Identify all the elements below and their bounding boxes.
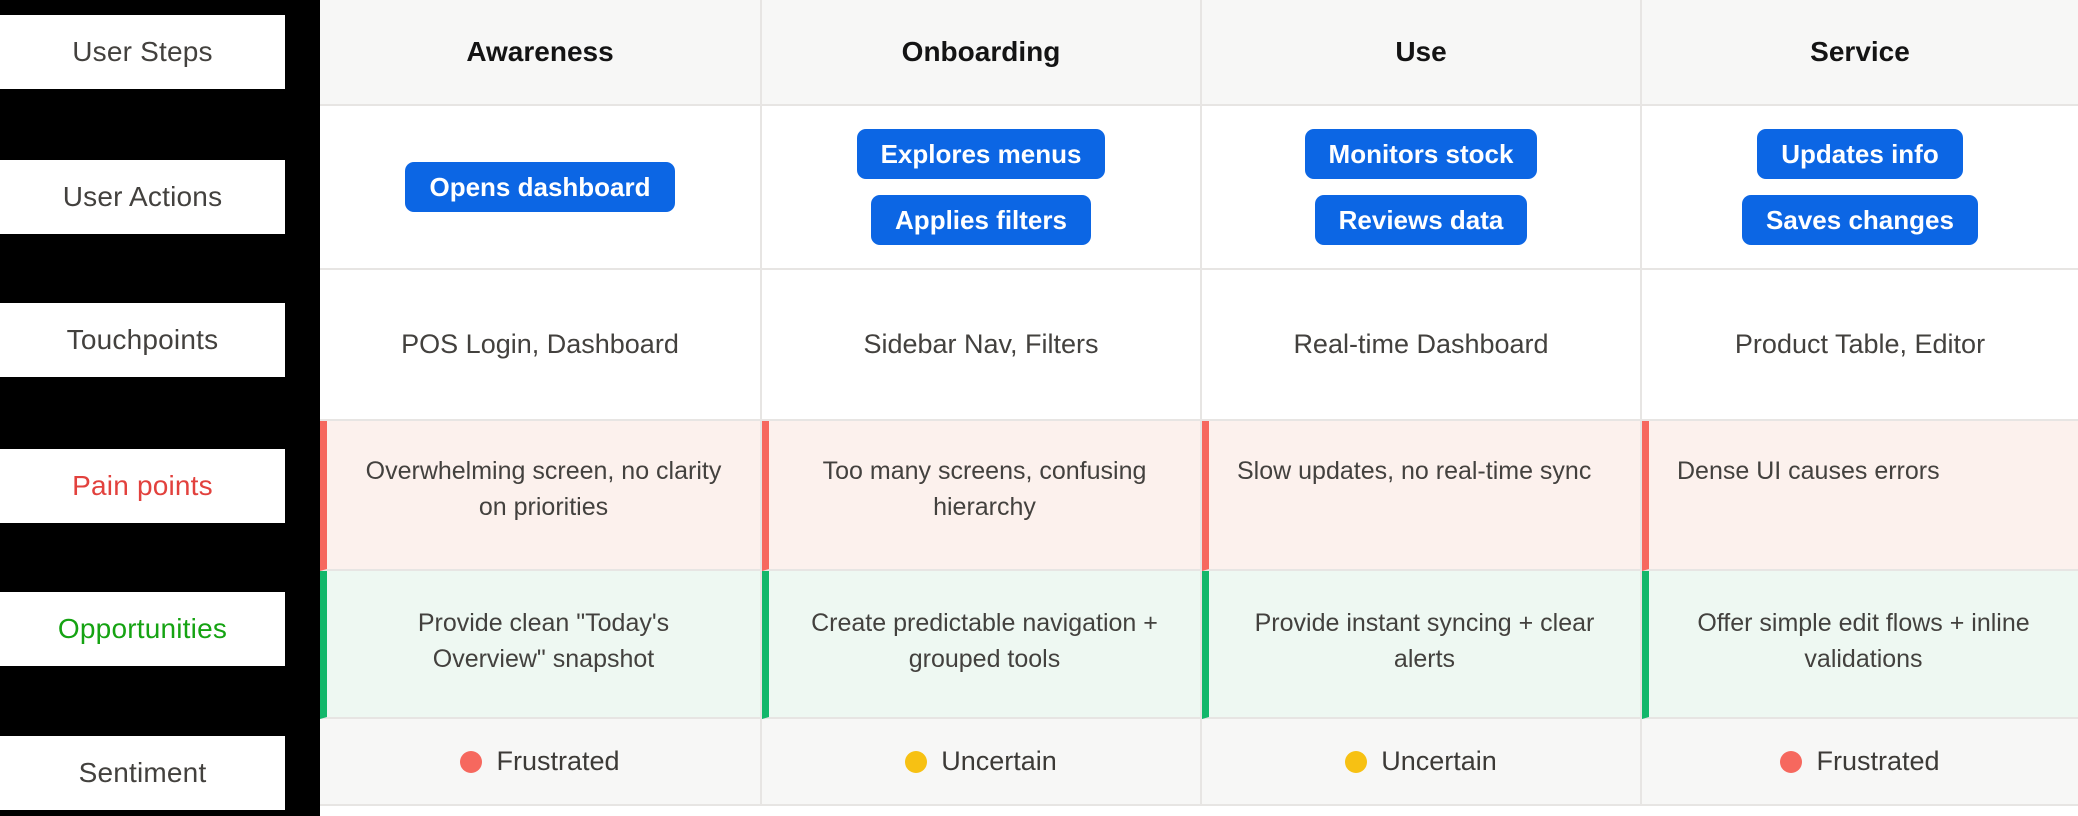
row-label-touchpoints: Touchpoints: [0, 303, 285, 377]
sentiment-text: Frustrated: [496, 746, 620, 776]
action-chip[interactable]: Applies filters: [871, 195, 1091, 245]
touchpoints-cell-service: Product Table, Editor: [1642, 270, 2078, 421]
sentiment-dot-icon: [1780, 750, 1803, 773]
stage-title: Service: [1810, 36, 1910, 67]
row-label-text: User Steps: [72, 36, 213, 67]
user-actions-cell-use: Monitors stock Reviews data: [1202, 106, 1642, 270]
row-label-text: Sentiment: [78, 757, 207, 788]
opportunity-text: Offer simple edit flows + inline validat…: [1697, 609, 2030, 673]
row-label-rail: User Steps User Actions Touchpoints Pain…: [0, 0, 320, 816]
row-label-text: Touchpoints: [66, 324, 219, 355]
opportunity-text: Provide clean "Today's Overview" snapsho…: [417, 609, 670, 673]
opportunity-cell-use: Provide instant syncing + clear alerts: [1202, 571, 1642, 719]
sentiment-cell-use: Uncertain: [1202, 719, 1642, 806]
row-label-opportunities: Opportunities: [0, 592, 285, 666]
pain-point-cell-awareness: Overwhelming screen, no clarity on prior…: [320, 421, 762, 571]
user-actions-cell-service: Updates info Saves changes: [1642, 106, 2078, 270]
action-chip[interactable]: Opens dashboard: [405, 162, 675, 212]
pain-point-cell-service: Dense UI causes errors: [1642, 421, 2078, 571]
touchpoints-cell-awareness: POS Login, Dashboard: [320, 270, 762, 421]
touchpoints-text: Product Table, Editor: [1734, 329, 1986, 359]
pain-point-cell-use: Slow updates, no real-time sync: [1202, 421, 1642, 571]
sentiment-text: Uncertain: [1381, 746, 1497, 776]
opportunity-cell-service: Offer simple edit flows + inline validat…: [1642, 571, 2078, 719]
row-label-text: Pain points: [72, 470, 213, 501]
user-actions-cell-awareness: Opens dashboard: [320, 106, 762, 270]
pain-point-text: Overwhelming screen, no clarity on prior…: [365, 457, 722, 521]
stage-header-onboarding: Onboarding: [762, 0, 1202, 106]
row-label-user-actions: User Actions: [0, 160, 285, 234]
pain-point-text: Too many screens, confusing hierarchy: [822, 457, 1147, 521]
touchpoints-text: Real-time Dashboard: [1293, 329, 1549, 359]
touchpoints-text: POS Login, Dashboard: [401, 329, 679, 359]
touchpoints-cell-onboarding: Sidebar Nav, Filters: [762, 270, 1202, 421]
row-label-text: User Actions: [62, 181, 223, 212]
sentiment-text: Frustrated: [1816, 746, 1940, 776]
opportunity-cell-onboarding: Create predictable navigation + grouped …: [762, 571, 1202, 719]
opportunity-text: Create predictable navigation + grouped …: [811, 609, 1158, 673]
sentiment-dot-icon: [460, 750, 483, 773]
row-label-sentiment: Sentiment: [0, 736, 285, 810]
sentiment-text: Uncertain: [941, 746, 1057, 776]
sentiment-dot-icon: [1345, 750, 1368, 773]
sentiment-cell-awareness: Frustrated: [320, 719, 762, 806]
action-chip[interactable]: Updates info: [1757, 129, 1963, 179]
sentiment-dot-icon: [905, 750, 928, 773]
pain-point-cell-onboarding: Too many screens, confusing hierarchy: [762, 421, 1202, 571]
pain-point-text: Dense UI causes errors: [1677, 457, 1940, 485]
action-chip[interactable]: Saves changes: [1742, 195, 1978, 245]
user-actions-cell-onboarding: Explores menus Applies filters: [762, 106, 1202, 270]
action-chip[interactable]: Monitors stock: [1304, 129, 1538, 179]
row-label-text: Opportunities: [57, 613, 228, 644]
stage-title: Use: [1395, 36, 1447, 67]
stage-title: Onboarding: [901, 36, 1061, 67]
row-label-pain-points: Pain points: [0, 449, 285, 523]
sentiment-cell-onboarding: Uncertain: [762, 719, 1202, 806]
stage-header-service: Service: [1642, 0, 2078, 106]
journey-map-table: Awareness Onboarding Use Service Opens d…: [320, 0, 2078, 806]
stage-header-use: Use: [1202, 0, 1642, 106]
action-chip[interactable]: Reviews data: [1314, 195, 1528, 245]
touchpoints-text: Sidebar Nav, Filters: [863, 329, 1099, 359]
stage-title: Awareness: [466, 36, 614, 67]
opportunity-cell-awareness: Provide clean "Today's Overview" snapsho…: [320, 571, 762, 719]
sentiment-cell-service: Frustrated: [1642, 719, 2078, 806]
stage-header-awareness: Awareness: [320, 0, 762, 106]
touchpoints-cell-use: Real-time Dashboard: [1202, 270, 1642, 421]
action-chip[interactable]: Explores menus: [856, 129, 1106, 179]
row-label-user-steps: User Steps: [0, 15, 285, 89]
opportunity-text: Provide instant syncing + clear alerts: [1254, 609, 1595, 673]
pain-point-text: Slow updates, no real-time sync: [1237, 457, 1592, 485]
